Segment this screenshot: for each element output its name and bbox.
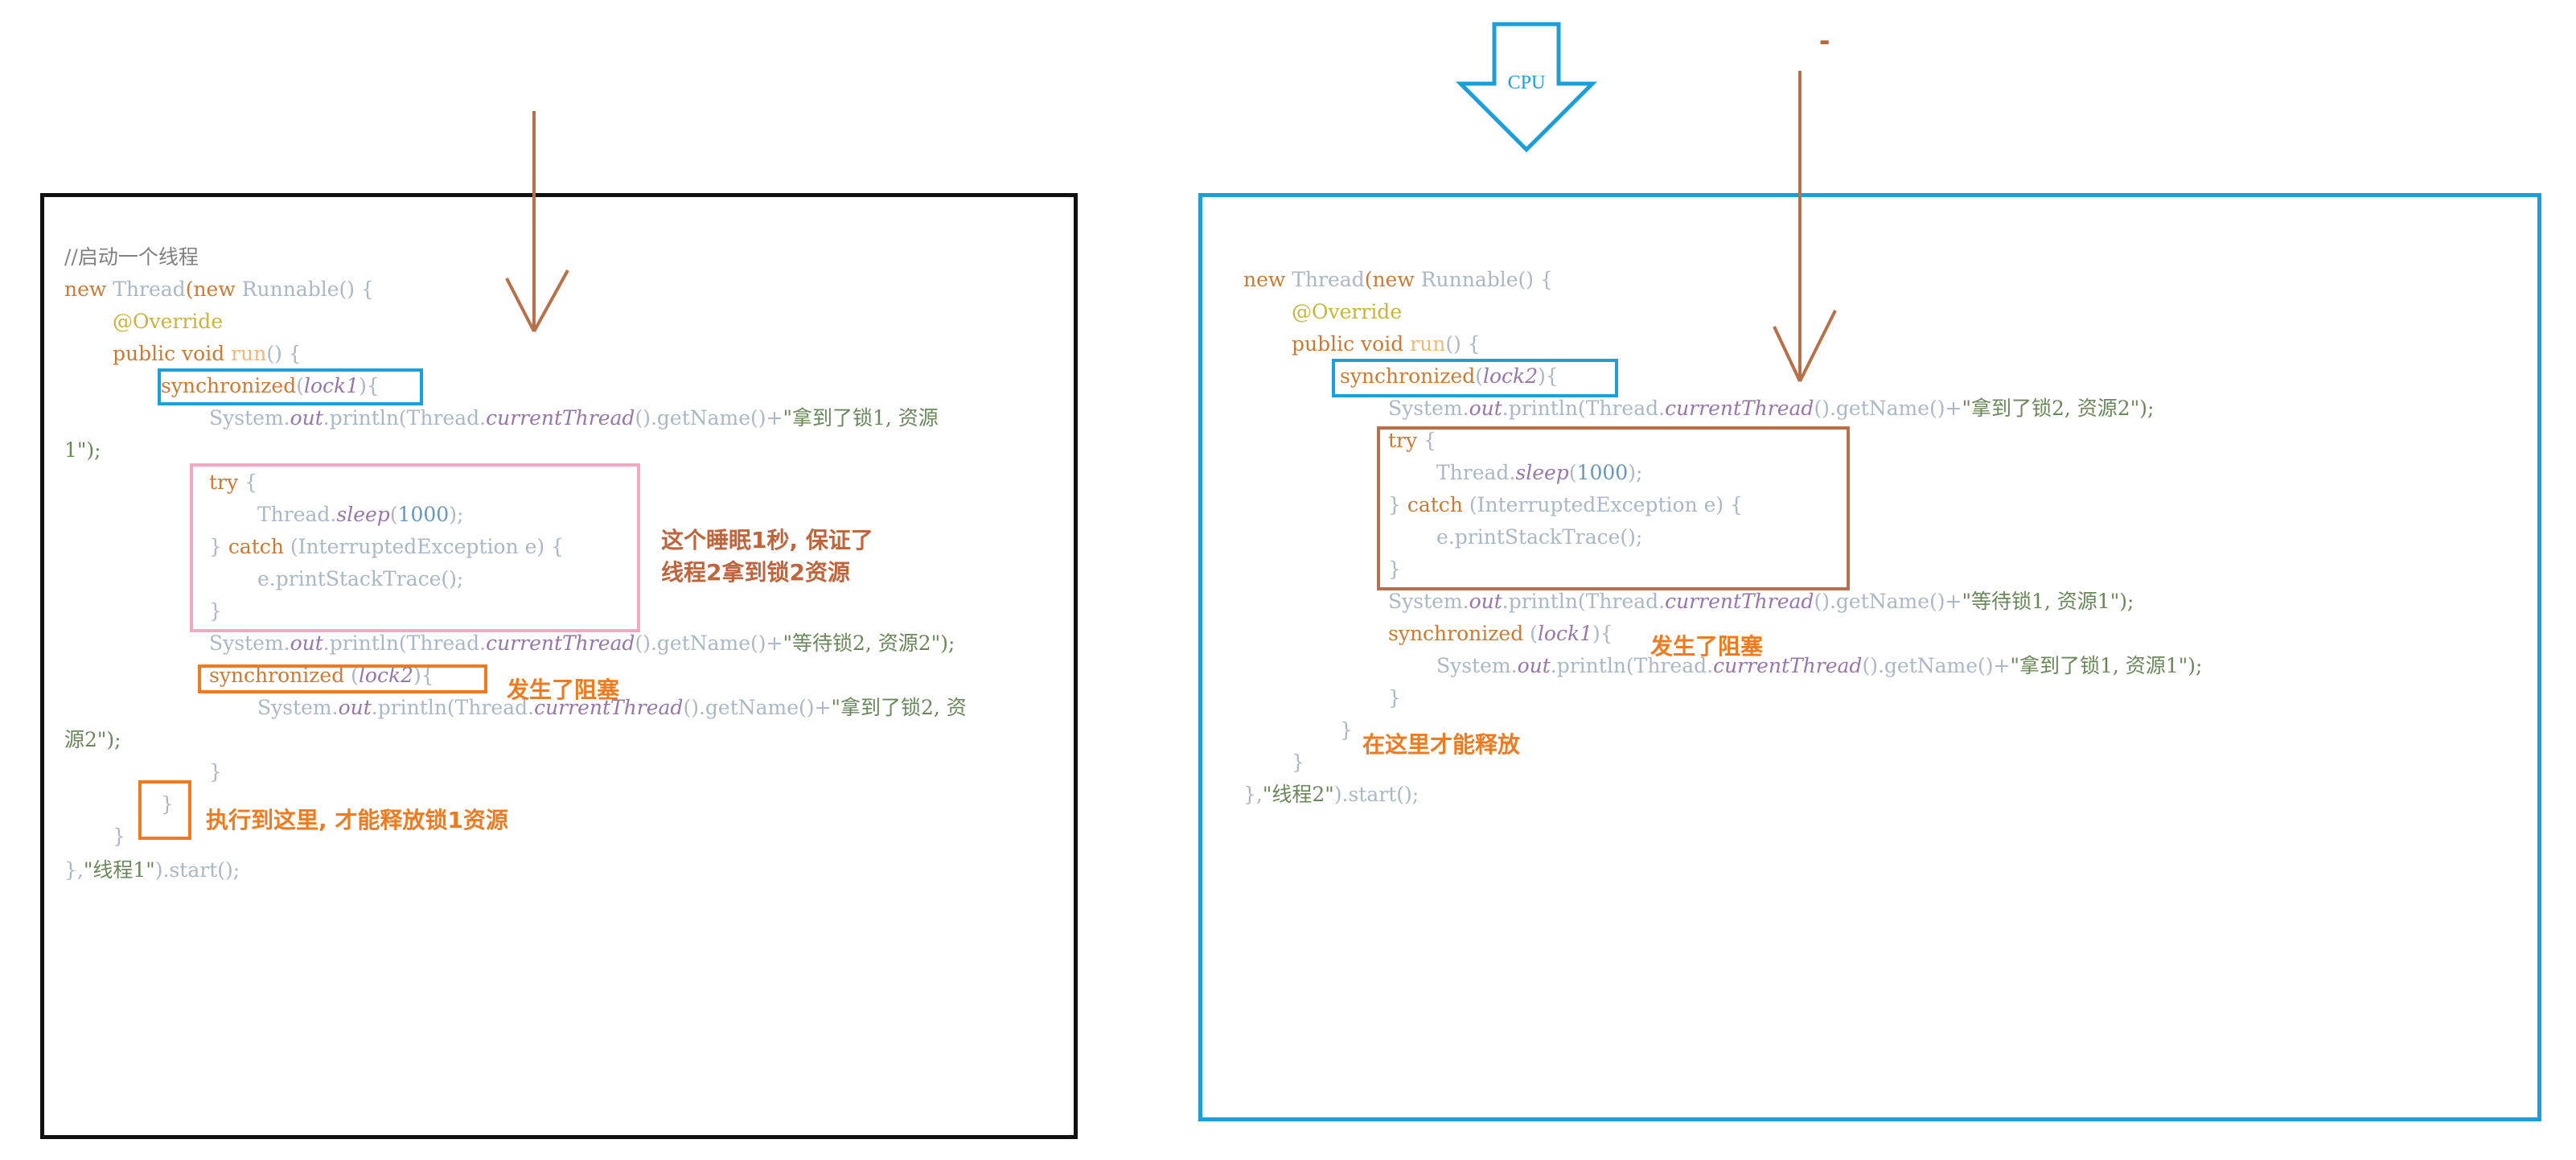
lock2-highlight-box-2: [1332, 359, 1618, 397]
code-line-brace-inner: }: [209, 760, 222, 784]
lock1-highlight-box: [158, 368, 423, 405]
code-line-catch-2: } catch (InterruptedException e) {: [1388, 493, 1743, 516]
sleep-note-line1: 这个睡眠1秒, 保证了: [661, 527, 873, 553]
code-comment: //启动一个线程: [64, 245, 199, 269]
down-arrow-icon: [505, 111, 569, 332]
code-line-print-lock1: System.out.println(Thread.currentThread(…: [209, 406, 939, 430]
code-line-try-2: try {: [1388, 429, 1436, 452]
release-note-2: 在这里才能释放: [1362, 731, 1521, 758]
code-line-brace-run: }: [113, 825, 125, 848]
code-line-sleep: Thread.sleep(1000);: [257, 503, 464, 526]
code-line-catch: } catch (InterruptedException e) {: [209, 535, 564, 558]
code-line-brace-inner-2: }: [1388, 686, 1401, 710]
code-line-print-lock2: System.out.println(Thread.currentThread(…: [257, 696, 967, 719]
code-line-stacktrace-2: e.printStackTrace();: [1436, 525, 1643, 549]
code-line-print-lock2-2: System.out.println(Thread.currentThread(…: [1388, 397, 2155, 420]
code-line-stacktrace: e.printStackTrace();: [257, 567, 464, 590]
code-line-new-thread: new Thread(new Runnable() {: [64, 278, 374, 301]
code-line-print-wait2: System.out.println(Thread.currentThread(…: [209, 631, 955, 655]
code-line-brace-run-2: }: [1292, 751, 1304, 774]
code-line-print-lock1-cont: 1");: [64, 438, 101, 462]
code-line-override-2: @Override: [1292, 300, 1403, 323]
dash-mark: -: [1819, 23, 1830, 58]
code-line-run-2: public void run() {: [1292, 332, 1481, 356]
sleep-highlight-box: [190, 463, 640, 632]
cpu-label: CPU: [1507, 72, 1546, 93]
code-line-start-2: },"线程2").start();: [1243, 783, 1419, 806]
down-arrow-icon: [1773, 71, 1837, 382]
code-line-override: @Override: [113, 310, 224, 333]
code-line-sync-lock1-2: synchronized (lock1){: [1388, 622, 1613, 645]
thread2-code-panel: [1198, 193, 2541, 1121]
blocked-note-2: 发生了阻塞: [1650, 633, 1764, 660]
code-line-try-close-2: }: [1388, 557, 1401, 581]
release-highlight-box: [138, 780, 191, 840]
blocked-note: 发生了阻塞: [507, 677, 620, 703]
release-note: 执行到这里, 才能释放锁1资源: [206, 807, 508, 833]
code-line-print-lock2-cont: 源2");: [64, 728, 121, 751]
code-line-sync-lock1: synchronized(lock1){: [161, 374, 380, 397]
code-line-new-thread-2: new Thread(new Runnable() {: [1243, 268, 1553, 291]
code-line-try: try {: [209, 471, 257, 494]
code-line-sync-lock2-2: synchronized(lock2){: [1340, 364, 1559, 388]
code-line-brace-sync-2: }: [1340, 718, 1353, 742]
code-line-brace-sync: }: [161, 792, 174, 816]
code-line-start: },"线程1").start();: [64, 858, 240, 882]
sleep-note-line2: 线程2拿到锁2资源: [661, 559, 850, 586]
cpu-down-arrow-icon: [1455, 22, 1598, 153]
code-line-print-wait1-2: System.out.println(Thread.currentThread(…: [1388, 590, 2134, 613]
code-line-run: public void run() {: [113, 342, 302, 365]
sleep-highlight-box-2: [1377, 426, 1850, 590]
code-line-print-lock1-2: System.out.println(Thread.currentThread(…: [1436, 654, 2203, 677]
code-line-try-close: }: [209, 599, 222, 623]
lock2-highlight-box: [198, 664, 487, 693]
code-line-sleep-2: Thread.sleep(1000);: [1436, 461, 1643, 484]
